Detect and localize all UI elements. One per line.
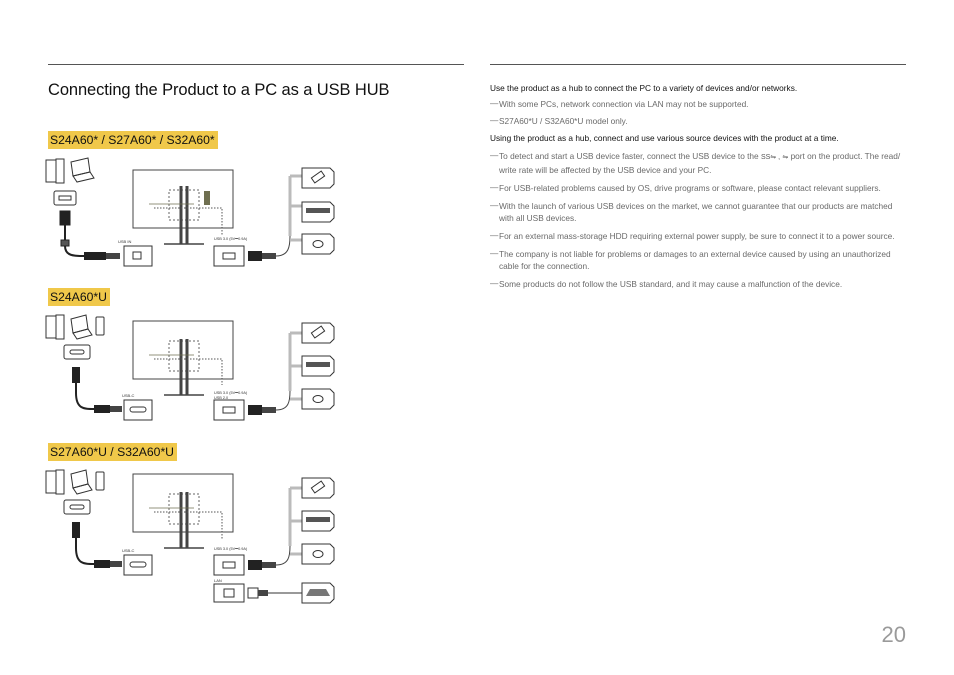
usb30-port — [213, 554, 245, 576]
pc-icon — [45, 469, 65, 495]
usb-in-port — [123, 245, 153, 267]
laptop-icon — [70, 469, 93, 495]
hub-paragraph: Using the product as a hub, connect and … — [490, 133, 839, 143]
phone-icon — [95, 316, 105, 336]
note-list-1: —With some PCs, network connection via L… — [490, 98, 906, 110]
note-list-1b: —S27A60*U / S32A60*U model only. — [490, 115, 906, 127]
usb-ss-icon: SS⇋ , — [760, 154, 781, 161]
port-label-usb20: USB 2.0 — [214, 396, 228, 400]
lan-cable-icon — [247, 587, 302, 599]
note-item: —With the launch of various USB devices … — [490, 200, 893, 223]
page-number: 20 — [881, 622, 906, 647]
port-label-usb30: USB 3.0 (5V⎓0.9A) — [214, 237, 248, 241]
note-item: —With some PCs, network connection via L… — [490, 98, 749, 109]
usb-drive-icon — [301, 477, 335, 499]
note-item: —Some products do not follow the USB sta… — [490, 278, 843, 289]
port-label-usbc: USB-C — [122, 548, 135, 553]
pc-icon — [45, 158, 65, 184]
left-top-rule — [48, 64, 464, 65]
usb-drive-icon — [301, 167, 335, 189]
connection-diagram-1: USB IN USB 3.0 (5V⎓0.9A) — [44, 156, 344, 271]
note-item: —S27A60*U / S32A60*U model only. — [490, 115, 628, 126]
laptop-icon — [70, 314, 93, 340]
keyboard-icon — [301, 201, 335, 223]
page-title: Connecting the Product to a PC as a USB … — [48, 81, 390, 99]
port-label-usb30: USB 3.0 (5V⎓0.9A) — [214, 547, 248, 551]
connection-diagram-2: USB-C USB 3.0 (5V⎓0.9A) USB 2.0 — [44, 311, 344, 426]
usb-icon: ⇋ — [782, 154, 789, 161]
usbc-port — [123, 554, 153, 576]
note-item: —To detect and start a USB device faster… — [490, 150, 901, 175]
mouse-icon — [301, 388, 335, 410]
connection-diagram-3: USB-C USB 3.0 (5V⎓0.9A) LAN — [44, 466, 344, 606]
mouse-icon — [301, 233, 335, 255]
pc-icon — [45, 314, 65, 340]
keyboard-icon — [301, 355, 335, 377]
model-label-2: S24A60*U — [48, 288, 110, 306]
port-label-usb30: USB 3.0 (5V⎓0.9A) — [214, 391, 248, 395]
port-label-usb-in: USB IN — [118, 239, 131, 244]
laptop-icon — [70, 157, 95, 183]
keyboard-icon — [301, 510, 335, 532]
note-list-2: —To detect and start a USB device faster… — [490, 150, 906, 290]
usb30-port — [213, 399, 245, 421]
port-label-usbc: USB-C — [122, 393, 135, 398]
intro-paragraph: Use the product as a hub to connect the … — [490, 83, 798, 93]
usb-drive-icon — [301, 322, 335, 344]
right-top-rule — [490, 64, 906, 65]
pc-usbc-port — [63, 344, 91, 360]
pc-usbc-port — [63, 499, 91, 515]
monitor-back — [132, 473, 234, 533]
note-item: —For an external mass-storage HDD requir… — [490, 230, 895, 241]
phone-icon — [95, 471, 105, 491]
router-icon — [301, 582, 335, 604]
monitor-back — [132, 320, 234, 380]
lan-port — [213, 583, 245, 603]
note-item: —For USB-related problems caused by OS, … — [490, 182, 881, 193]
usbc-port — [123, 399, 153, 421]
usb30-port — [213, 245, 245, 267]
note-item: —The company is not liable for problems … — [490, 248, 891, 271]
usb-cable-pc — [59, 210, 71, 247]
model-label-3: S27A60*U / S32A60*U — [48, 443, 177, 461]
pc-usb-port — [53, 190, 77, 206]
mouse-icon — [301, 543, 335, 565]
monitor-back — [132, 169, 234, 229]
model-label-1: S24A60* / S27A60* / S32A60* — [48, 131, 218, 149]
port-label-lan: LAN — [214, 578, 222, 583]
